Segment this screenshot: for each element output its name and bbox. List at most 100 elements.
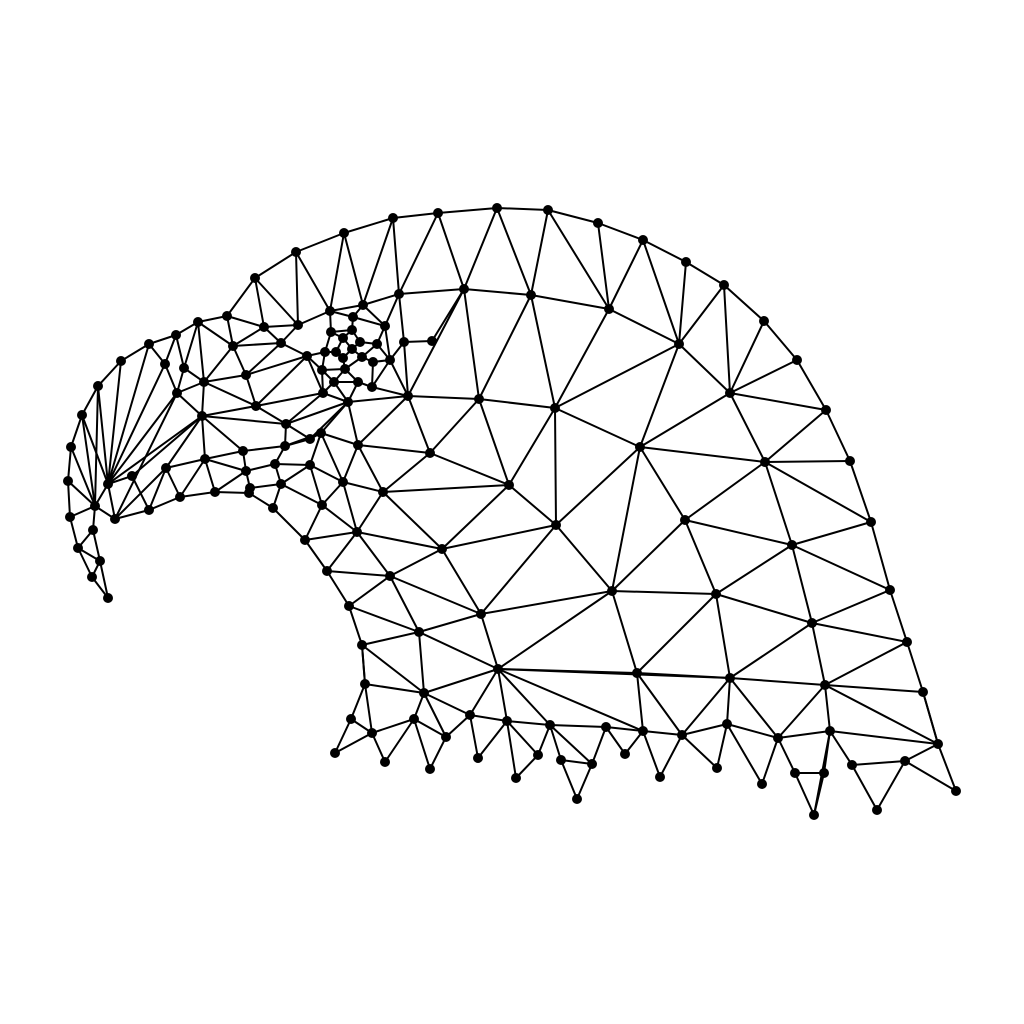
wire-node — [344, 601, 354, 611]
wire-edge — [684, 519, 793, 546]
wire-edge — [201, 415, 244, 452]
wire-node — [380, 321, 390, 331]
wire-node — [433, 208, 443, 218]
wire-node — [807, 618, 817, 628]
wire-node — [587, 759, 597, 769]
wire-edge — [777, 737, 796, 774]
wire-edge — [92, 529, 101, 562]
wire-edge — [407, 395, 431, 454]
wire-edge — [329, 304, 364, 312]
wire-edge — [69, 516, 79, 549]
wire-edge — [678, 261, 687, 345]
wire-node — [502, 716, 512, 726]
wire-node — [281, 419, 291, 429]
wire-node — [245, 483, 255, 493]
wire-node — [790, 768, 800, 778]
wire-edge — [777, 730, 831, 739]
wire-edge — [715, 593, 731, 679]
wire-edge — [506, 720, 551, 726]
wire-node — [593, 218, 603, 228]
wire-edge — [326, 570, 350, 607]
wire-edge — [469, 714, 508, 722]
wire-edge — [639, 446, 766, 463]
wire-node — [199, 377, 209, 387]
wire-edge — [326, 570, 391, 577]
wire-edge — [254, 251, 297, 279]
wire-edge — [148, 467, 167, 511]
wire-node — [360, 679, 370, 689]
wire-edge — [183, 321, 199, 369]
wire-node — [677, 730, 687, 740]
wire-node — [222, 311, 232, 321]
wire-edge — [342, 481, 384, 493]
wire-edge — [497, 668, 731, 679]
wire-edge — [497, 668, 644, 732]
wire-edge — [723, 284, 731, 394]
wire-node — [543, 205, 553, 215]
wire-node — [951, 786, 961, 796]
wire-edge — [120, 343, 150, 362]
wire-node — [681, 257, 691, 267]
wire-node — [339, 228, 349, 238]
wire-edge — [309, 464, 323, 506]
wire-node — [819, 768, 829, 778]
wire-edge — [371, 359, 391, 388]
wire-edge — [678, 343, 731, 394]
wire-node — [90, 501, 100, 511]
wire-edge — [477, 720, 508, 759]
wire-edge — [179, 458, 206, 498]
wire-edge — [384, 293, 400, 327]
wire-edge — [829, 730, 939, 745]
wire-edge — [255, 392, 324, 407]
wire-edge — [508, 407, 556, 486]
wire-edge — [384, 718, 415, 763]
wire-edge — [362, 304, 386, 327]
wire-node — [872, 805, 882, 815]
wire-edge — [636, 593, 717, 674]
wire-edge — [357, 444, 431, 454]
wire-edge — [114, 392, 178, 520]
wire-edge — [729, 320, 765, 394]
wire-node — [348, 312, 358, 322]
wire-edge — [398, 212, 439, 295]
wire-node — [325, 306, 335, 316]
wire-node — [607, 586, 617, 596]
wire-edge — [530, 294, 610, 310]
wire-node — [330, 748, 340, 758]
wire-node — [331, 347, 341, 357]
wire-node — [116, 356, 126, 366]
wire-edge — [480, 524, 557, 615]
wire-node — [757, 779, 767, 789]
wire-edge — [824, 684, 831, 732]
wire-node — [210, 487, 220, 497]
wire-edge — [554, 343, 680, 409]
wire-edge — [413, 718, 447, 738]
wire-node — [66, 442, 76, 452]
wire-edge — [423, 692, 471, 716]
wire-node — [655, 772, 665, 782]
wire-edge — [255, 405, 287, 425]
wire-edge — [576, 763, 593, 800]
wire-edge — [285, 401, 349, 425]
wire-edge — [796, 359, 827, 411]
wire-edge — [321, 504, 358, 533]
wire-edge — [506, 720, 517, 779]
wire-edge — [226, 277, 256, 317]
wire-node — [357, 640, 367, 650]
wire-edge — [232, 342, 282, 347]
wire-edge — [478, 398, 556, 409]
wire-edge — [611, 446, 641, 592]
wire-edge — [469, 668, 499, 716]
wire-edge — [463, 288, 532, 296]
wire-node — [268, 503, 278, 513]
wire-edge — [245, 342, 282, 376]
wire-edge — [851, 764, 878, 811]
wire-edge — [642, 239, 687, 263]
wire-edge — [164, 334, 177, 365]
wire-node — [175, 492, 185, 502]
wire-node — [103, 479, 113, 489]
wire-node — [127, 471, 137, 481]
wire-node — [352, 527, 362, 537]
wire-node — [317, 365, 327, 375]
wire-edge — [764, 461, 793, 546]
